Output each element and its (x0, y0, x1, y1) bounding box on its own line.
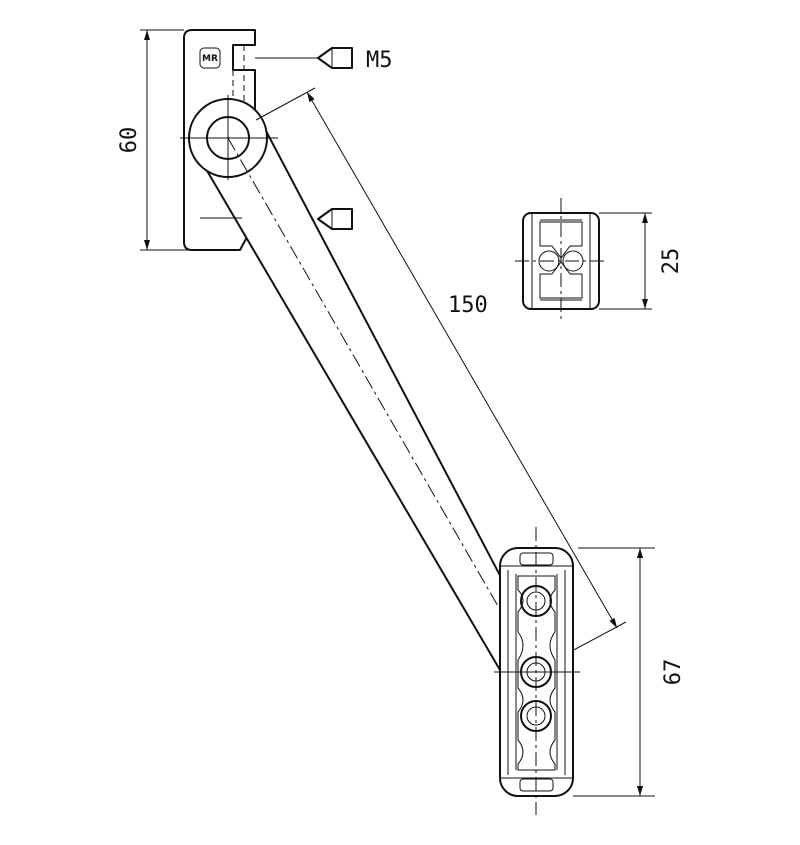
svg-text:25: 25 (659, 248, 684, 275)
dimension-60: 60 (117, 29, 192, 251)
thread-marker-lower (317, 208, 353, 230)
dimension-150: 150 (255, 87, 627, 661)
svg-text:MR: MR (202, 54, 218, 64)
svg-text:150: 150 (448, 293, 488, 318)
dimension-25: 25 (599, 212, 684, 310)
dimension-67: 67 (573, 547, 686, 797)
thread-label: M5 (366, 48, 393, 73)
logo-mark: MR (199, 47, 221, 69)
end-view-part (515, 198, 607, 320)
arm (180, 95, 537, 673)
svg-text:60: 60 (117, 127, 142, 154)
thread-marker-upper (255, 47, 353, 69)
bottom-clamp-block (494, 527, 580, 815)
svg-text:67: 67 (661, 659, 686, 686)
